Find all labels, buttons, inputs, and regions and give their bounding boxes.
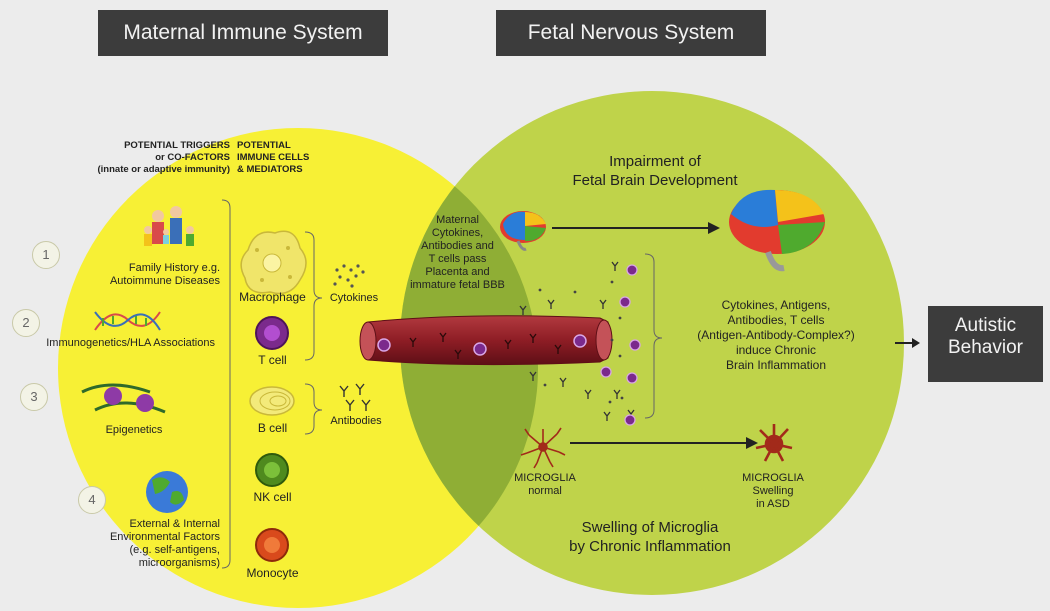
small-brain-icon [500,211,546,251]
cell-label-monocyte: Monocyte [246,566,299,580]
trigger-number-4: 4 [78,486,106,514]
cell-label-nk-cell: NK cell [253,490,292,504]
cells-column-header: POTENTIAL IMMUNE CELLS & MEDIATORS [237,140,310,175]
blood-vessel [359,315,613,366]
trigger-label-2: Immunogenetics/HLA Associations [46,337,215,349]
antibodies-label: Antibodies [330,415,382,427]
cell-label-t-cell: T cell [258,353,287,367]
outcome-arrow-head [912,338,920,348]
fetal-bracket [644,253,663,419]
cytokines-label: Cytokines [329,292,379,304]
dna-icon [94,311,161,331]
fetal-mediators [519,261,641,426]
macrophage-icon [240,230,307,295]
triggers-bracket [221,199,231,569]
microglia-normal-icon [520,427,566,469]
cell-label-macrophage: Macrophage [239,290,306,304]
nk-cell-icon [255,453,289,487]
monocyte-icon [255,528,289,562]
cell-label-b-cell: B cell [257,421,288,435]
antibodies-icon [339,383,371,411]
maternal-header: Maternal Immune System [98,10,388,56]
brain-arrow-head [708,222,720,234]
microglia-swelling-icon [755,424,793,462]
family-icon [144,206,194,246]
b-cell-icon [249,386,295,416]
trigger-label-1: Family History e.g.Autoimmune Diseases [109,262,220,287]
fetal-header: Fetal Nervous System [496,10,766,56]
chromosome-icon [81,383,166,414]
triggers-column-header: POTENTIAL TRIGGERS or CO-FACTORS (innate… [97,140,231,175]
microglia-arrow-head [746,437,758,449]
inflammation-description: Cytokines, Antigens,Antibodies, T cells … [697,298,855,372]
trigger-number-3: 3 [20,383,48,411]
large-brain-icon [729,189,825,272]
trigger-number-2: 2 [12,309,40,337]
cells-bracket-bottom [304,383,323,435]
cytokines-icon [333,264,365,288]
cells-bracket-top [304,231,323,361]
trigger-number-1: 1 [32,241,60,269]
earth-icon [146,471,188,513]
t-cell-icon [255,316,289,350]
trigger-label-3: Epigenetics [105,424,163,436]
